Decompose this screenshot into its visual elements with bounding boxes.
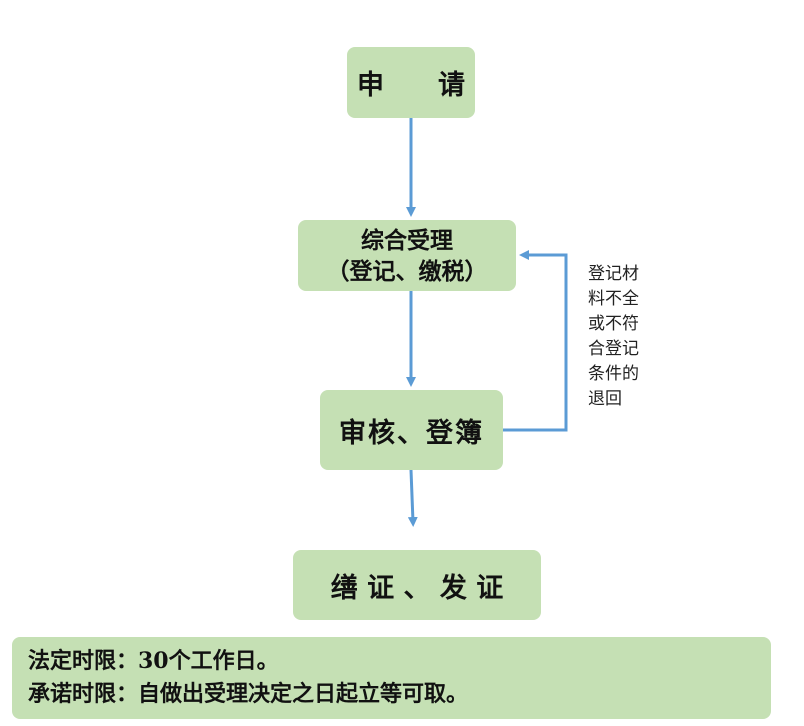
- node-review-label: 审核、登簿: [339, 417, 484, 449]
- arrow-return-loop: [503, 250, 568, 432]
- time-limits-panel: 法定时限：30个工作日。 承诺时限：自做出受理决定之日起立等可取。: [12, 637, 771, 719]
- node-accept-line1: 综合受理: [361, 226, 453, 254]
- node-accept-line2: （登记、缴税）: [326, 257, 488, 285]
- arrow-review-to-issue: [407, 469, 418, 527]
- statutory-limit-text: 法定时限：30个工作日。: [28, 648, 279, 674]
- node-apply-label: 申 请: [357, 70, 465, 101]
- node-comprehensive-acceptance: 综合受理 （登记、缴税）: [298, 220, 516, 291]
- node-issue-certificate: 缮 证 、 发 证: [293, 550, 541, 620]
- node-issue-label: 缮 证 、 发 证: [330, 572, 504, 604]
- node-apply: 申 请: [347, 47, 475, 118]
- promised-limit-text: 承诺时限：自做出受理决定之日起立等可取。: [28, 681, 469, 707]
- return-condition-note: 登记材料不全或不符合登记条件的退回: [588, 264, 639, 409]
- node-review-register: 审核、登簿: [320, 390, 503, 470]
